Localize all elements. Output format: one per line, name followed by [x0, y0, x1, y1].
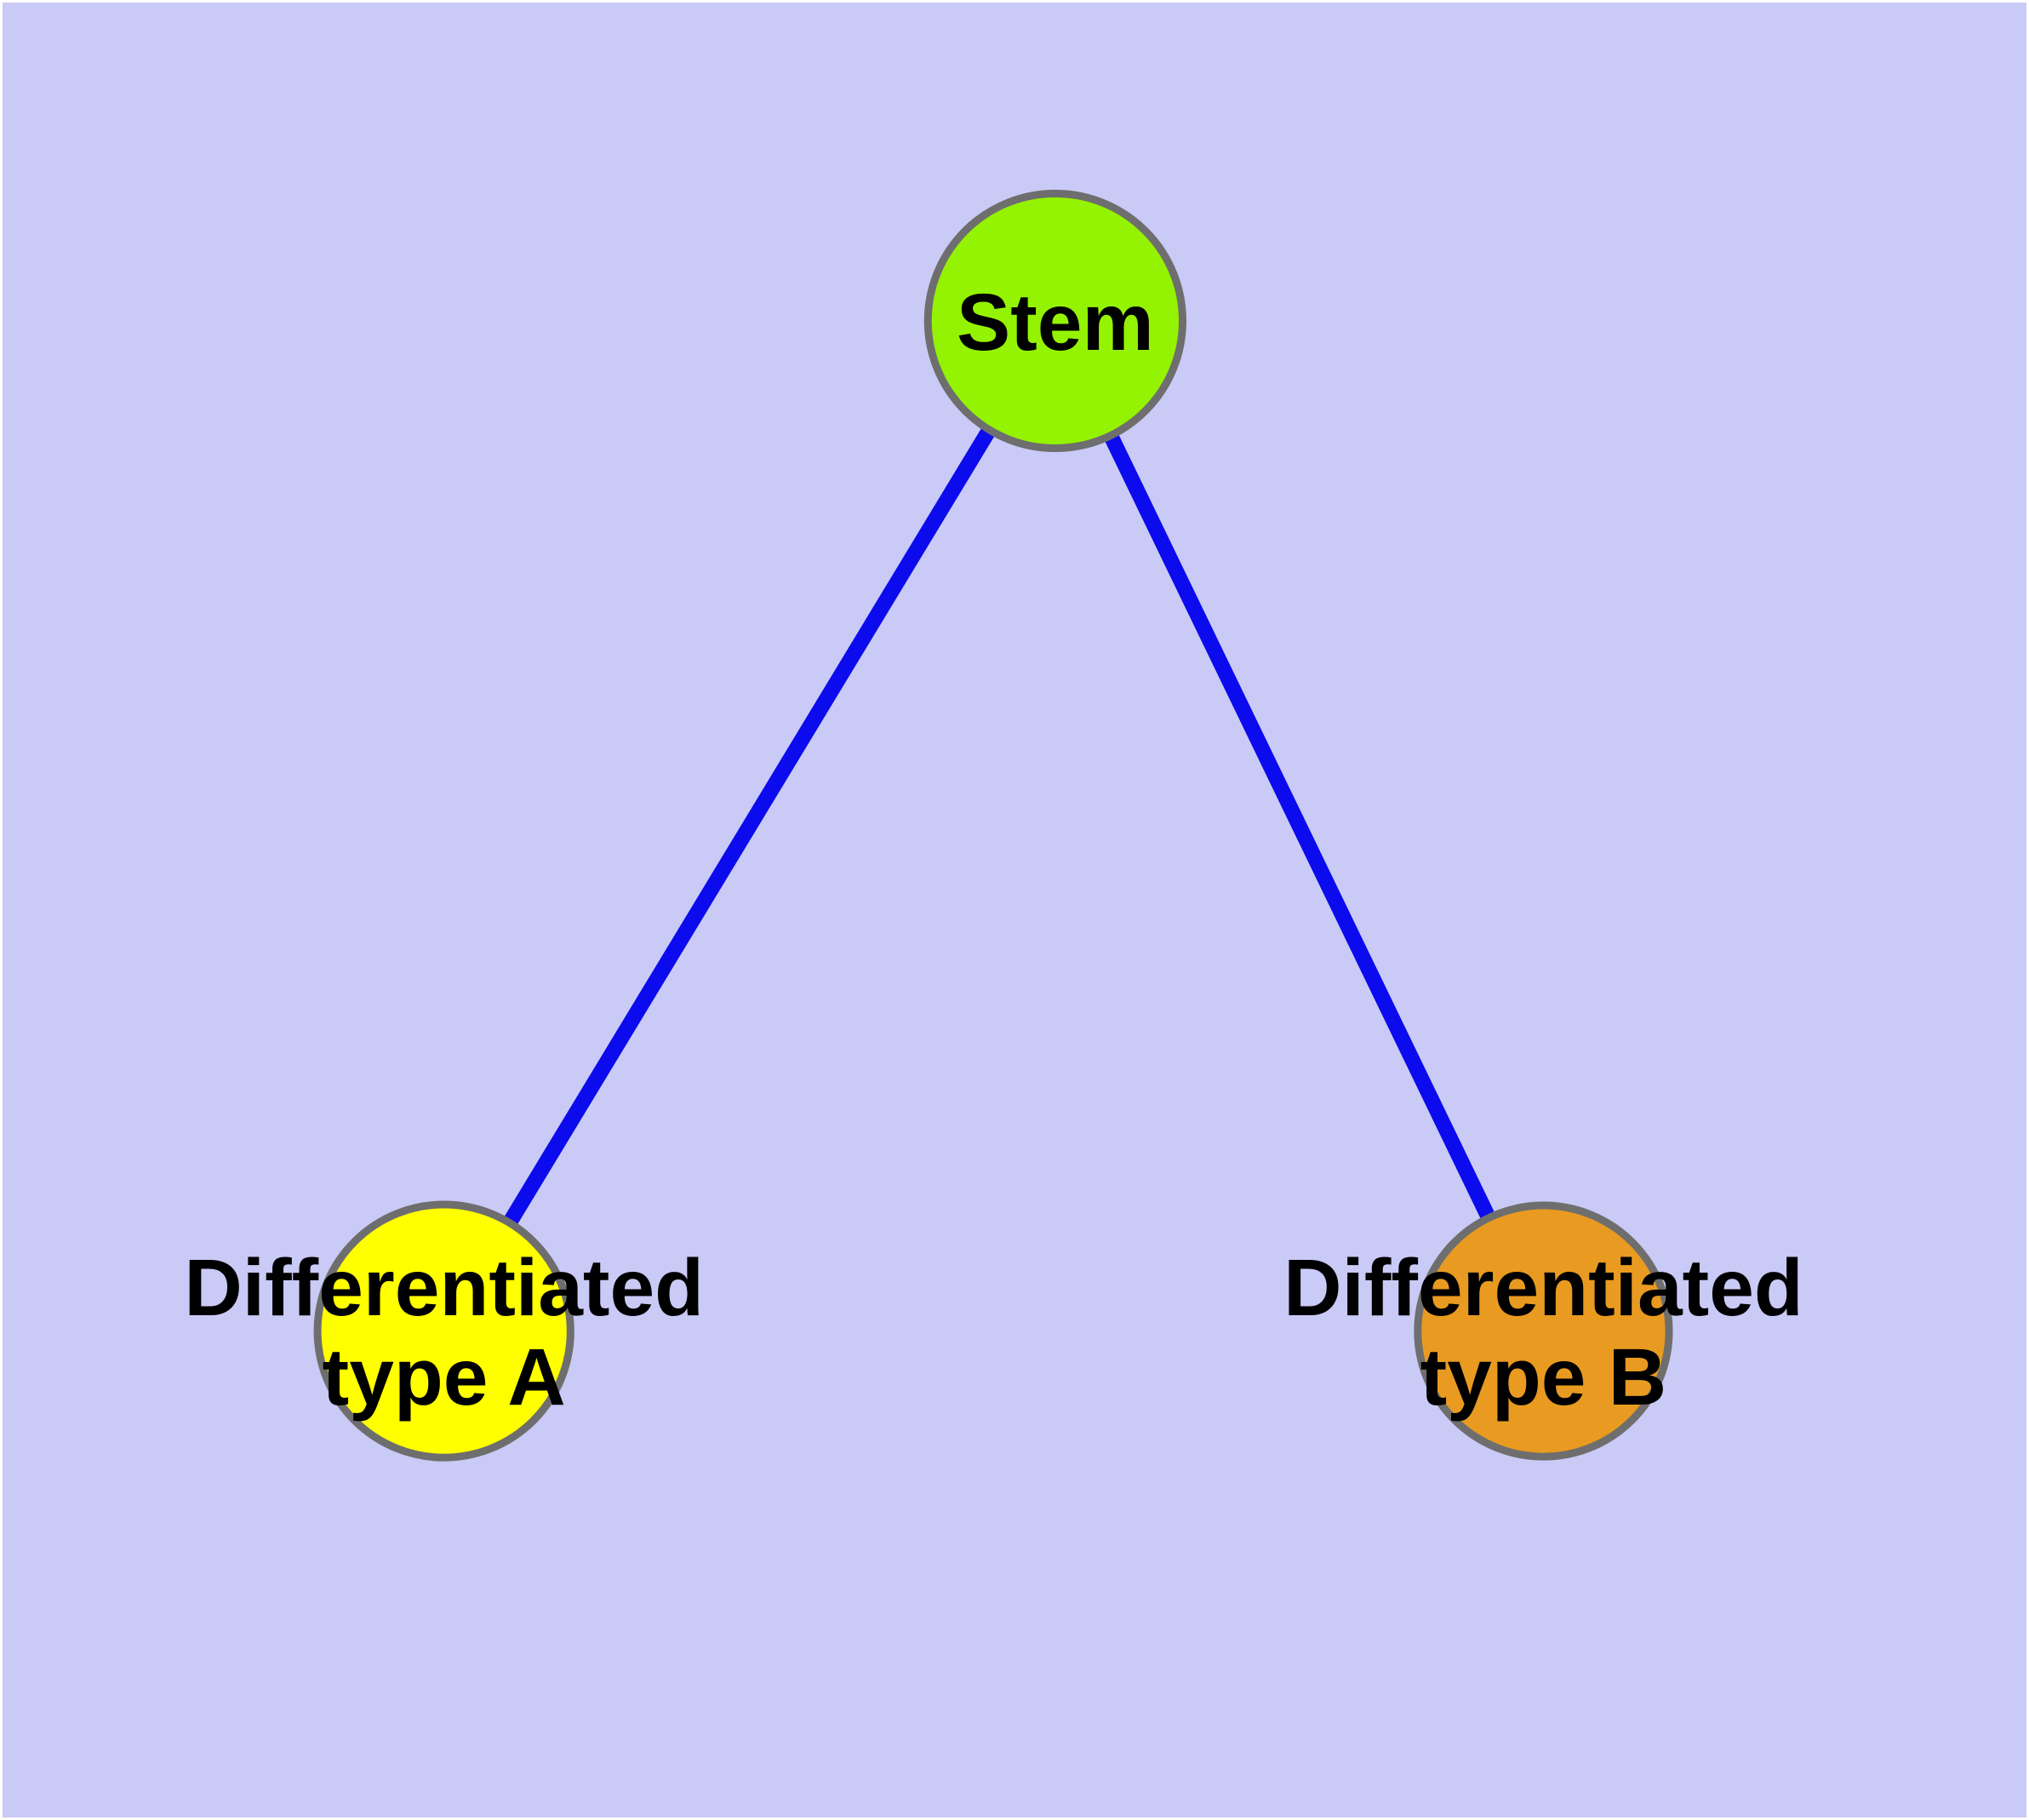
node-label-line: type A — [323, 1332, 566, 1422]
node-label-line: Stem — [957, 278, 1154, 368]
node-label-line: Differentiated — [184, 1243, 704, 1333]
node-label-stem: Stem — [957, 278, 1154, 368]
node-differentiated-type-a — [313, 1200, 574, 1462]
edge-stem-to-differentiated-type-a — [437, 317, 1062, 1336]
edge-stem-to-differentiated-type-b — [1048, 318, 1551, 1335]
node-label-line: type B — [1420, 1332, 1667, 1422]
node-label-line: Differentiated — [1283, 1243, 1803, 1333]
node-differentiated-type-b — [1414, 1201, 1673, 1461]
node-stem — [923, 189, 1186, 453]
